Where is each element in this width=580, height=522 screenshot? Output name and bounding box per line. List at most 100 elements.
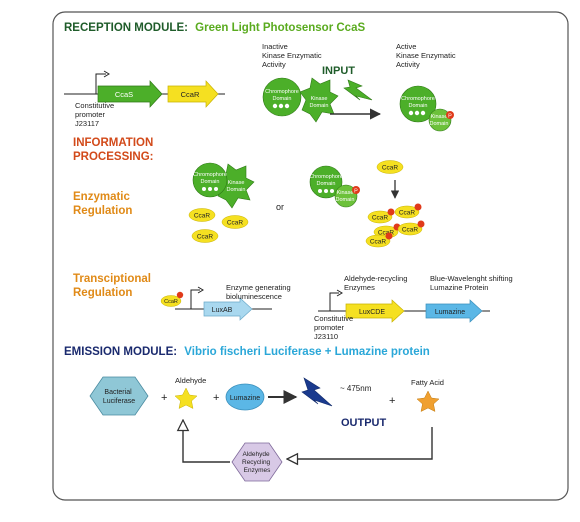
ccar-free-1: CcaR: [188, 208, 216, 222]
inactive-ccas-protein: Chromophore Domain Kinase Domain: [262, 77, 339, 123]
svg-text:Chromophore: Chromophore: [193, 172, 227, 178]
reception-title-suffix: Green Light Photosensor CcaS: [195, 22, 365, 34]
ccar-bound: CcaR: [160, 291, 184, 307]
svg-text:P: P: [448, 114, 452, 120]
svg-text:CcaR: CcaR: [197, 234, 214, 241]
svg-text:CcaR: CcaR: [194, 213, 211, 220]
ccar-gene: [167, 80, 219, 108]
reception-title: RECEPTION MODULE: Green Light Photosenso…: [64, 22, 365, 34]
luxcde-gene: [345, 299, 405, 323]
active-label: Active Kinase Enzymatic Activity: [396, 42, 458, 69]
svg-text:CcaR: CcaR: [402, 227, 419, 234]
wavelength-label: ~ 475nm: [340, 384, 372, 393]
luxcde-label: LuxCDE: [359, 309, 385, 316]
aldehyde-recycling-enzymes-label: Aldehyde Recycling Enzymes: [242, 451, 272, 474]
enzymatic-regulation-label: Enzymatic Regulation: [73, 191, 133, 217]
promoter-arrowhead-3: [336, 289, 343, 297]
promoter-arrowhead-2: [197, 286, 204, 294]
svg-text:Domain: Domain: [227, 187, 246, 193]
aldehyde-recycling-hexagon: [231, 442, 283, 482]
reception-title-prefix: RECEPTION MODULE:: [64, 22, 188, 34]
svg-text:CcaR: CcaR: [399, 210, 416, 217]
svg-text:Kinase: Kinase: [311, 96, 328, 102]
svg-text:Domain: Domain: [273, 96, 292, 102]
promoter-arrowhead-1: [103, 70, 110, 78]
svg-text:CcaR: CcaR: [227, 220, 244, 227]
emission-title-prefix: EMISSION MODULE:: [64, 346, 177, 358]
plus-1: +: [161, 392, 167, 404]
svg-text:CcaR: CcaR: [382, 165, 399, 172]
enzyme-generating-label: Enzyme generating bioluminescence: [226, 283, 293, 301]
svg-text:Kinase: Kinase: [228, 180, 245, 186]
promoter-arrow-3: [329, 292, 339, 311]
chromophore-domain-inactive: [262, 77, 302, 117]
aldehyde-recycling-label: Aldehyde-recycling Enzymes: [344, 274, 409, 292]
luxab-label: LuxAB: [212, 307, 233, 314]
lumazine-protein-label: Lumazine: [230, 395, 260, 402]
aldehyde-star-icon: [174, 387, 198, 409]
emission-title: EMISSION MODULE: Vibrio fischeri Lucifer…: [64, 346, 430, 358]
svg-text:Chromophore: Chromophore: [401, 96, 435, 102]
input-label: INPUT: [322, 65, 355, 77]
svg-text:CcaR: CcaR: [164, 299, 178, 305]
lumazine-gene-label: Lumazine: [435, 309, 465, 316]
ccar-free-3: CcaR: [191, 229, 219, 243]
promoter-label-1: Constitutive promoter J23117: [75, 101, 116, 128]
inactive-label: Inactive Kinase Enzymatic Activity: [262, 42, 324, 69]
kinase-domain-active: [428, 108, 452, 132]
svg-text:Domain: Domain: [201, 179, 220, 185]
lumazine-gene: [425, 299, 483, 323]
svg-text:Kinase: Kinase: [431, 114, 448, 120]
svg-text:Domain: Domain: [310, 103, 329, 109]
svg-text:P: P: [354, 189, 358, 195]
ccar-gene-label: CcaR: [181, 90, 200, 99]
ccas-gene-label: CcaS: [115, 90, 133, 99]
enzymatic-active-group: Chromophore Domain Kinase Domain P: [309, 165, 360, 208]
ccas-gene: [97, 80, 163, 108]
svg-text:Domain: Domain: [430, 121, 449, 127]
svg-text:CcaR: CcaR: [378, 230, 395, 237]
plus-3: +: [389, 395, 395, 407]
plus-2: +: [213, 392, 219, 404]
ccar-phospho-2: CcaR: [394, 203, 422, 219]
outer-frame: [52, 11, 569, 501]
processing-title: INFORMATION PROCESSING:: [73, 137, 156, 163]
active-ccas-protein: Chromophore Domain Kinase Domain P: [399, 85, 454, 132]
ccar-phospho-4: CcaR: [397, 220, 425, 236]
svg-text:Kinase: Kinase: [337, 190, 354, 196]
ccar-top: CcaR: [376, 160, 404, 174]
svg-text:Domain: Domain: [336, 197, 355, 203]
phospho-icon: [446, 111, 454, 119]
promoter-label-2: Constitutive promoter J23110: [314, 314, 355, 341]
recycling-path-right: [287, 427, 433, 459]
ccar-phospho-1: CcaR: [367, 208, 395, 224]
promoter-arrow-1: [95, 73, 106, 94]
promoter-arrow-2: [190, 289, 200, 309]
transcriptional-regulation-label: Transciptional Regulation: [73, 273, 154, 299]
lumazine-protein: [225, 383, 265, 411]
blue-lightning-icon: [301, 377, 333, 407]
kinase-domain-inactive: [299, 77, 339, 123]
fatty-acid-star-icon: [416, 390, 440, 412]
green-lightning-icon: [343, 79, 373, 101]
fatty-acid-label: Fatty Acid: [411, 378, 444, 387]
output-label: OUTPUT: [341, 417, 387, 429]
ccar-phospho-5: CcaR: [365, 232, 393, 248]
emission-title-suffix: Vibrio fischeri Luciferase + Lumazine pr…: [184, 346, 430, 358]
svg-text:CcaR: CcaR: [370, 239, 387, 246]
ccar-free-2: CcaR: [221, 215, 249, 229]
luxab-gene: [203, 297, 253, 321]
bacterial-luciferase-hexagon: [89, 376, 149, 416]
svg-text:Domain: Domain: [409, 103, 428, 109]
blue-shift-label: Blue-Wavelenght shifting Lumazine Protei…: [430, 274, 515, 292]
recycling-path-left: [183, 420, 230, 463]
bacterial-luciferase-label: Bacterial Luciferase: [103, 389, 135, 405]
aldehyde-label: Aldehyde: [175, 376, 206, 385]
svg-text:Chromophore: Chromophore: [309, 174, 343, 180]
enzymatic-inactive-group: Chromophore Domain Kinase Domain: [192, 162, 255, 209]
or-label: or: [276, 202, 284, 212]
svg-text:Domain: Domain: [317, 181, 336, 187]
svg-text:CcaR: CcaR: [372, 215, 389, 222]
svg-text:Chromophore: Chromophore: [265, 89, 299, 95]
